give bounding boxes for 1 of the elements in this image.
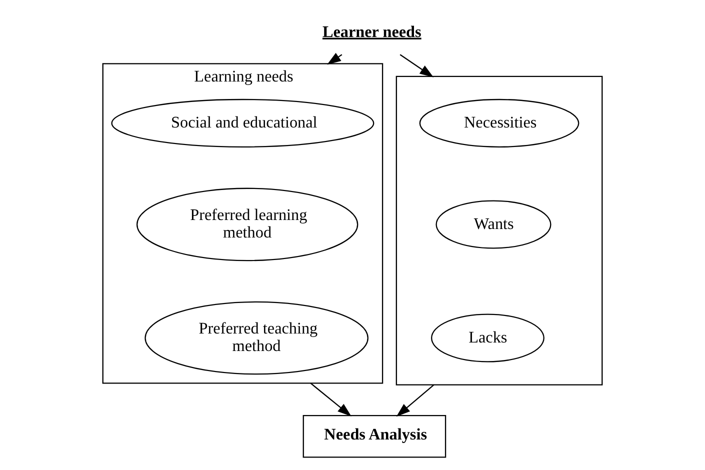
node-text: Learner needs [322, 24, 422, 41]
